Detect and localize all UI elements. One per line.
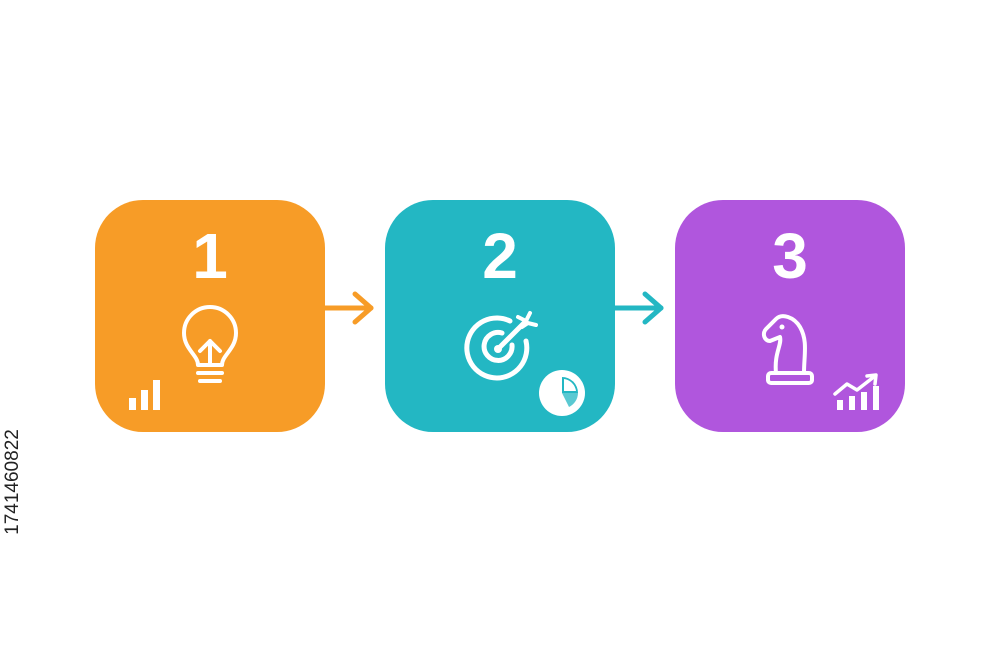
flow-arrow-2 — [612, 291, 664, 325]
step-3-number: 3 — [772, 220, 808, 292]
bar-chart-icon — [129, 380, 160, 410]
pie-chart-icon — [539, 370, 585, 416]
target-arrow-icon — [464, 311, 538, 381]
step-2-card: 2 — [385, 200, 615, 432]
growth-chart-icon — [833, 373, 879, 410]
stock-id-label: 1741460822 — [2, 429, 23, 535]
flow-arrow-1 — [322, 291, 374, 325]
step-2-number: 2 — [482, 220, 518, 292]
step-1-card: 1 — [95, 200, 325, 432]
lightbulb-icon — [182, 305, 238, 383]
step-1-number: 1 — [192, 220, 228, 292]
step-3-card: 3 — [675, 200, 905, 432]
chess-knight-icon — [761, 314, 814, 385]
